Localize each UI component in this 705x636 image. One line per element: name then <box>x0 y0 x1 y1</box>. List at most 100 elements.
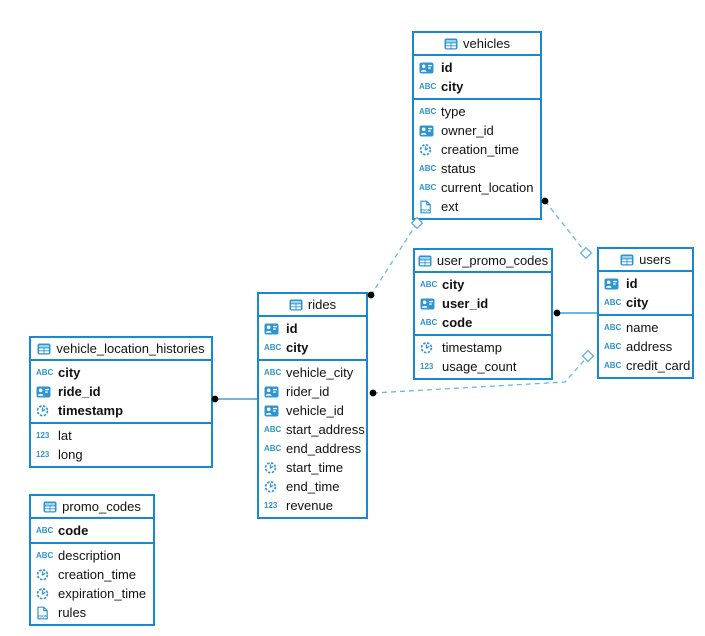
column-id[interactable]: id <box>414 58 540 77</box>
column-start_time[interactable]: start_time <box>259 458 366 477</box>
relationship-diamond-endpoint <box>579 246 593 260</box>
column-name: city <box>286 340 309 355</box>
column-vehicle_id[interactable]: vehicle_id <box>259 401 366 420</box>
column-timestamp[interactable]: timestamp <box>415 338 551 357</box>
column-name: owner_id <box>441 123 494 138</box>
number-123-icon: 123 <box>420 361 434 371</box>
column-owner_id[interactable]: owner_id <box>414 121 540 140</box>
abc-string-icon: ABC <box>264 424 282 434</box>
column-name: address <box>626 339 673 354</box>
column-user_id[interactable]: user_id <box>415 294 551 313</box>
column-name: lat <box>58 428 72 443</box>
relationship-dot-endpoint <box>369 389 377 397</box>
abc-string-icon: ABC <box>420 317 438 327</box>
column-name: id <box>441 60 453 75</box>
column-end_time[interactable]: end_time <box>259 477 366 496</box>
table-header[interactable]: user_promo_codes <box>415 250 551 273</box>
column-id[interactable]: id <box>599 274 692 293</box>
column-start_address[interactable]: ABC start_address <box>259 420 366 439</box>
abc-string-icon: ABC <box>604 360 622 370</box>
column-creation_time[interactable]: creation_time <box>31 565 153 584</box>
column-creation_time[interactable]: creation_time <box>414 140 540 159</box>
relationship-vehicle_location_histories-rides[interactable] <box>211 395 257 403</box>
clock-icon <box>36 568 54 581</box>
id-badge-icon <box>264 323 282 335</box>
column-name: code <box>58 523 89 538</box>
abc-string-icon: ABC <box>36 367 54 377</box>
table-icon <box>289 299 303 311</box>
clock-icon <box>264 461 282 474</box>
column-type[interactable]: ABC type <box>414 102 540 121</box>
column-name: id <box>626 276 638 291</box>
column-name: end_time <box>286 479 340 494</box>
column-rider_id[interactable]: rider_id <box>259 382 366 401</box>
column-name: credit_card <box>626 358 691 373</box>
column-city[interactable]: ABC city <box>415 275 551 294</box>
table-header[interactable]: vehicle_location_histories <box>31 338 211 361</box>
column-name: user_id <box>442 296 489 311</box>
svg-text:JSON: JSON <box>37 614 48 618</box>
column-name: vehicle_id <box>286 403 344 418</box>
column-name: timestamp <box>58 403 124 418</box>
id-badge-icon <box>264 405 282 417</box>
table-name: users <box>639 252 671 267</box>
column-name: end_address <box>286 441 362 456</box>
table-header[interactable]: promo_codes <box>31 496 153 519</box>
table-header[interactable]: rides <box>259 294 366 317</box>
relationship-user_promo_codes-users[interactable] <box>553 309 597 317</box>
abc-string-icon: ABC <box>420 279 438 289</box>
column-credit_card[interactable]: ABC credit_card <box>599 356 692 375</box>
column-name: city <box>442 277 465 292</box>
abc-string-icon: ABC <box>419 106 437 116</box>
table-name: promo_codes <box>62 499 141 514</box>
column-name: start_address <box>286 422 365 437</box>
column-name: creation_time <box>58 567 137 582</box>
table-name: vehicle_location_histories <box>56 341 205 356</box>
table-name: vehicles <box>463 36 510 51</box>
column-id[interactable]: id <box>259 319 366 338</box>
column-ride_id[interactable]: ride_id <box>31 382 211 401</box>
abc-string-icon: ABC <box>419 81 437 91</box>
column-timestamp[interactable]: timestamp <box>31 401 211 420</box>
column-name: current_location <box>441 180 534 195</box>
clock-icon <box>420 341 438 354</box>
relationship-dot-endpoint <box>541 197 549 205</box>
abc-string-icon: ABC <box>419 163 437 173</box>
clock-icon <box>419 143 437 156</box>
column-name: type <box>441 104 466 119</box>
table-header[interactable]: users <box>599 249 692 272</box>
table-icon <box>418 255 432 267</box>
relationship-dot-endpoint <box>553 309 561 317</box>
table-header[interactable]: vehicles <box>414 33 540 56</box>
id-badge-icon <box>36 386 54 398</box>
column-expiration_time[interactable]: expiration_time <box>31 584 153 603</box>
